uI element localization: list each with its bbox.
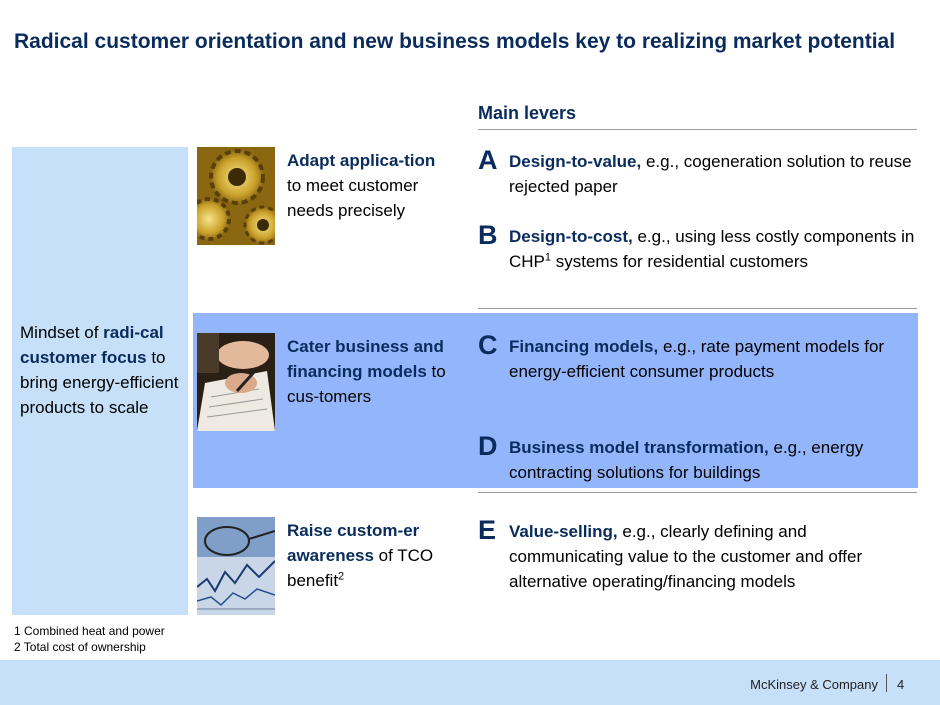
lever-letter-e: E <box>478 515 497 545</box>
footnote-1: 1 Combined heat and power <box>14 624 165 638</box>
mindset-panel <box>12 147 188 615</box>
divider-middle <box>478 308 917 309</box>
lever-letter-d: D <box>478 431 498 461</box>
lever-letter-c: C <box>478 330 498 360</box>
chart-glasses-photo <box>197 517 275 615</box>
signing-photo <box>197 333 275 431</box>
gears-photo <box>197 147 275 245</box>
lever-letter-b: B <box>478 220 498 250</box>
footer-separator <box>886 674 887 692</box>
lever-letter-a: A <box>478 145 498 175</box>
company-name: McKinsey & Company <box>750 677 878 692</box>
footnote-2: 2 Total cost of ownership <box>14 640 146 654</box>
main-levers-header: Main levers <box>478 103 577 123</box>
divider-bottom <box>478 492 917 493</box>
page-number: 4 <box>897 677 905 692</box>
divider-top <box>478 129 917 130</box>
lever-financing-models: Financing models, e.g., rate payment mod… <box>509 337 885 381</box>
lever-design-to-cost: Design-to-cost, e.g., using less costly … <box>509 227 915 271</box>
lever-design-to-value: Design-to-value, e.g., cogeneration solu… <box>509 152 912 196</box>
category-cater-business: Cater business and financing models to c… <box>287 337 446 406</box>
lever-business-model-transformation: Business model transformation, e.g., ene… <box>509 438 864 482</box>
category-raise-awareness: Raise custom-er awareness of TCO benefit… <box>287 521 434 590</box>
mindset-text: Mindset of radi-cal customer focus to br… <box>20 323 179 417</box>
footer-bar <box>0 660 940 705</box>
category-adapt-application: Adapt applica-tion to meet customer need… <box>287 151 436 220</box>
page-title: Radical customer orientation and new bus… <box>14 30 896 53</box>
financing-band <box>193 313 918 488</box>
footnotes: 1 Combined heat and power 2 Total cost o… <box>14 623 165 655</box>
lever-value-selling: Value-selling, e.g., clearly defining an… <box>509 522 863 591</box>
